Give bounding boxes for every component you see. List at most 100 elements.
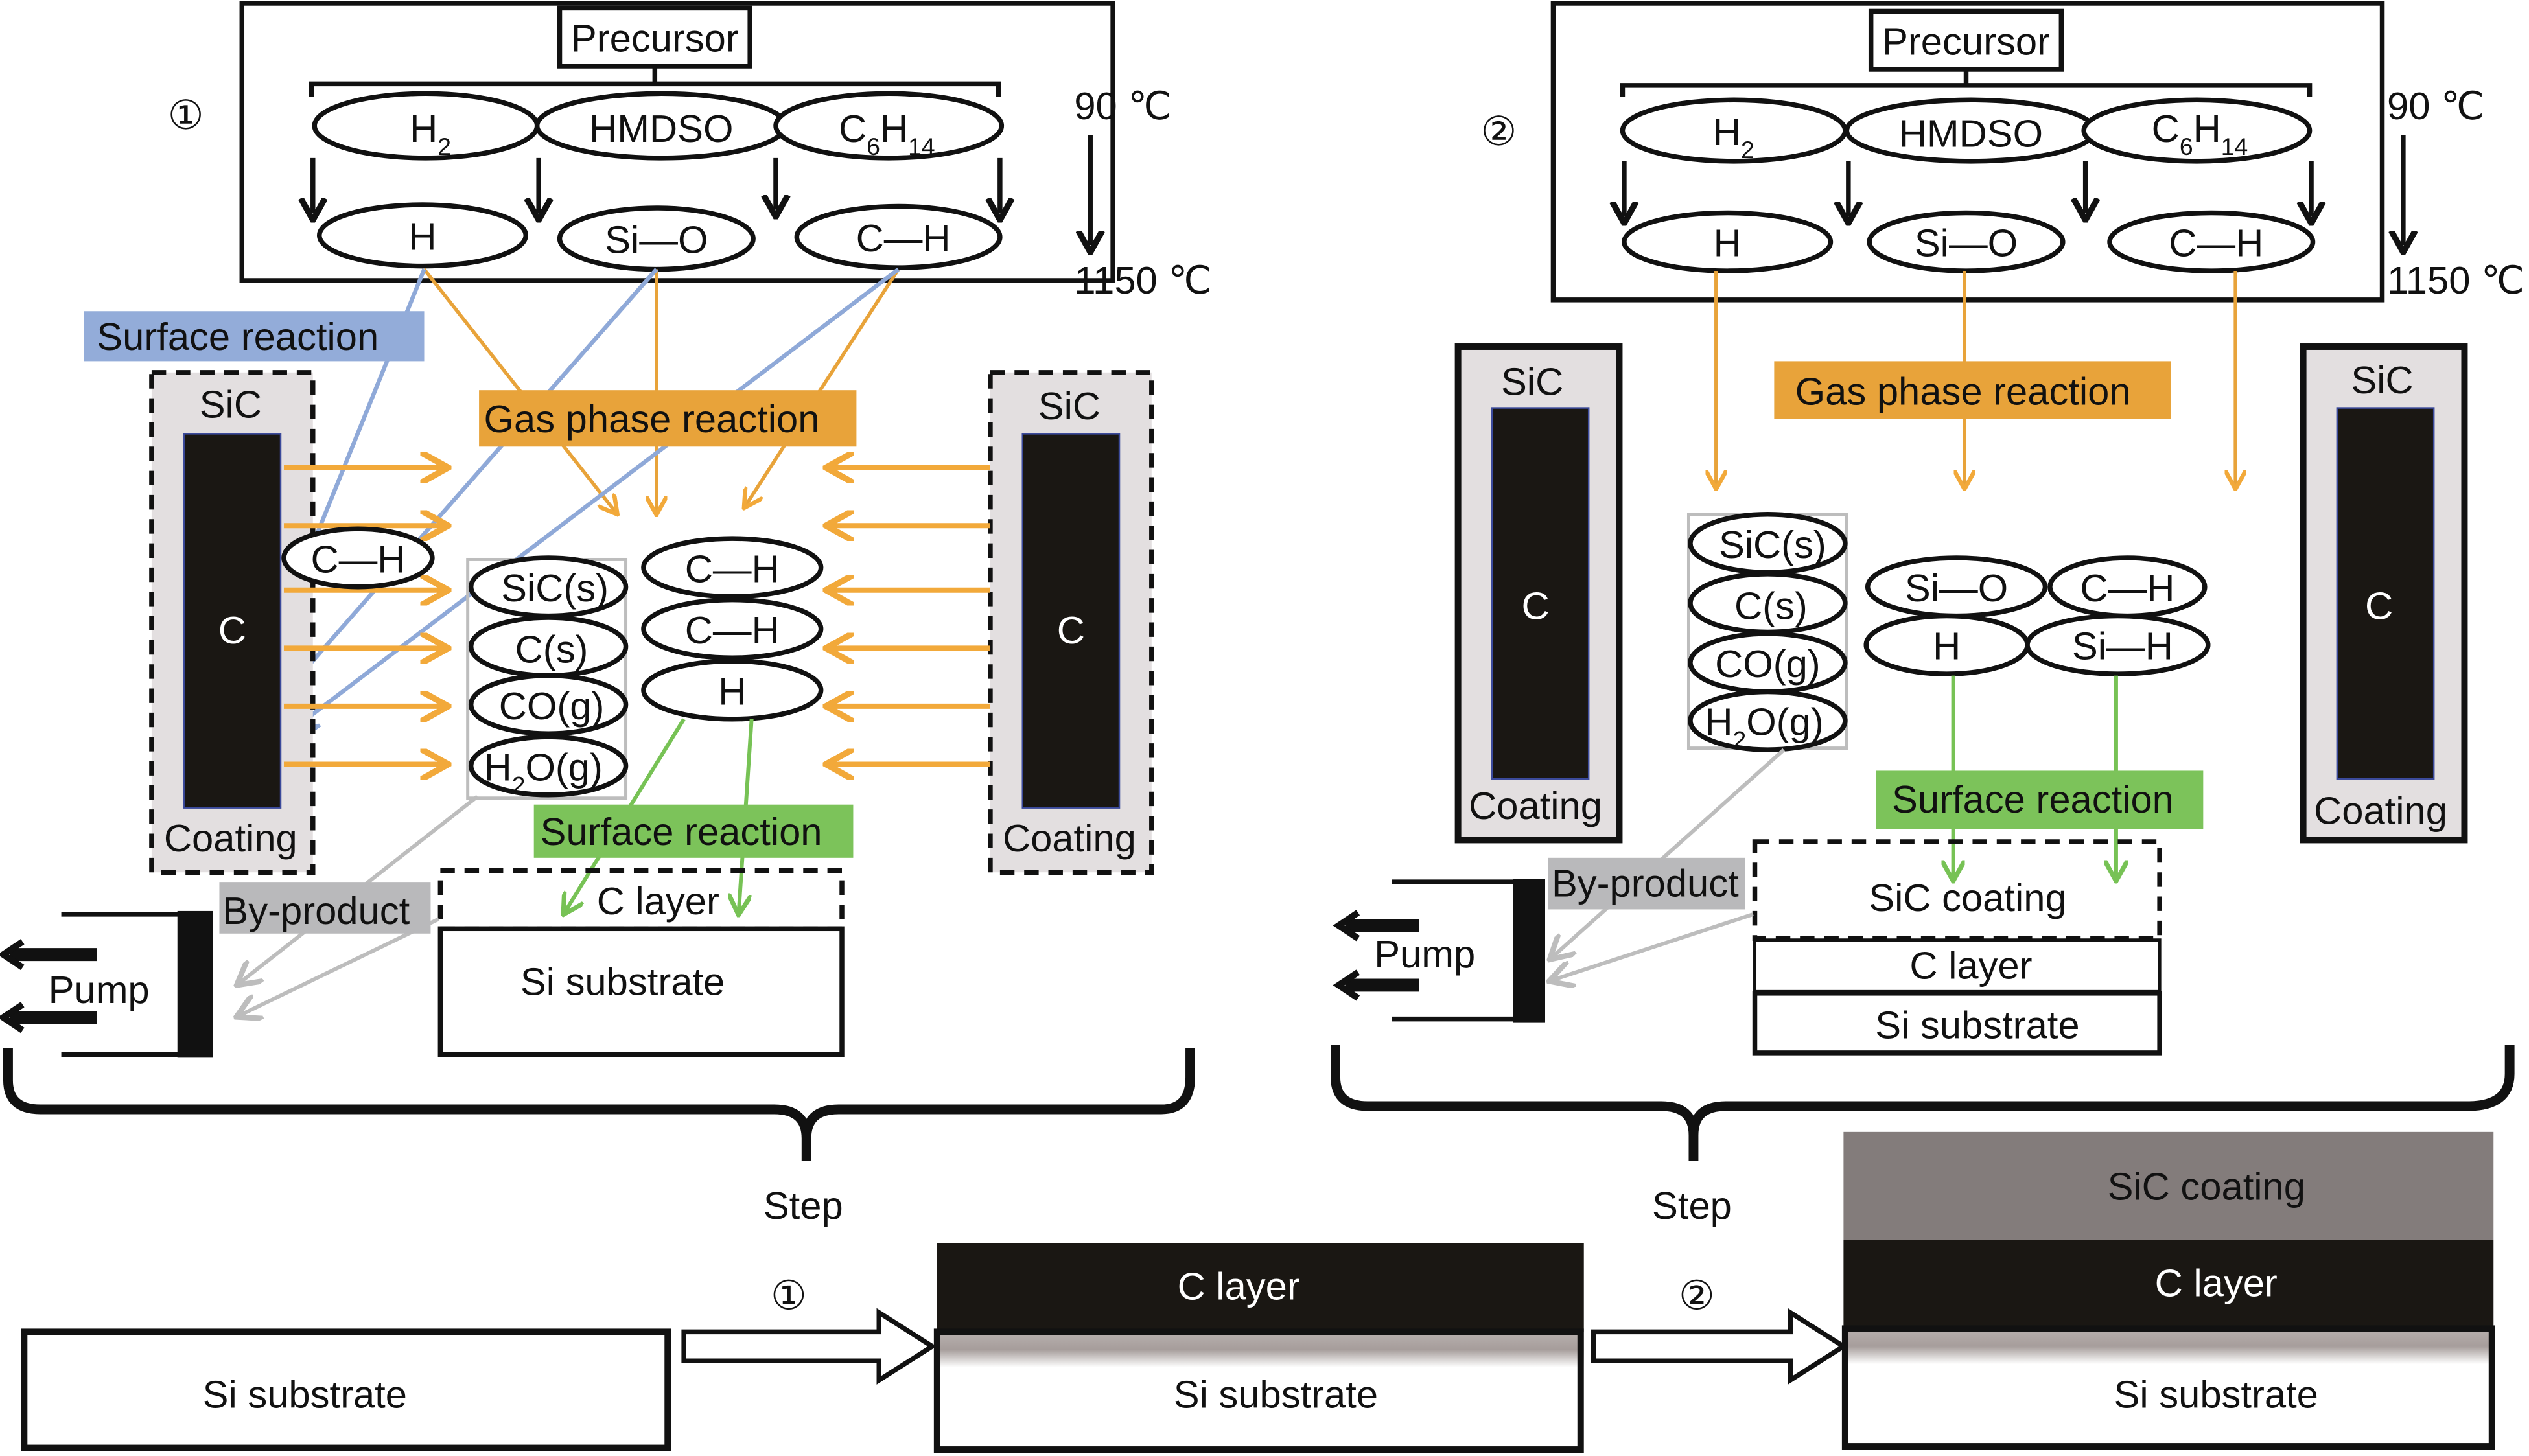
temp-end: 1150 ℃ — [1074, 259, 1211, 302]
stage-2-sic-coating: SiC coating — [2108, 1164, 2305, 1208]
adsorbed-c-h-label: C—H — [310, 537, 405, 581]
step-label: Step — [1652, 1184, 1732, 1227]
pump: Pump — [0, 910, 213, 1058]
c-layer-label: C layer — [597, 879, 719, 923]
surface-reaction-green-label: Surface reaction — [1892, 778, 2174, 821]
svg-text:Coating: Coating — [2314, 789, 2447, 833]
right-wall: SiC C Coating — [988, 370, 1154, 875]
stage-1-substrate: Si substrate — [1174, 1372, 1378, 1416]
panel-number: ② — [1480, 110, 1517, 154]
stage-0-substrate — [21, 1328, 671, 1451]
arrow-1-number: ① — [771, 1274, 807, 1319]
product-co: CO(g) — [1715, 642, 1821, 686]
surface-reaction-badge — [84, 311, 425, 362]
stage-1-c-layer: C layer — [1178, 1265, 1300, 1308]
product-co: CO(g) — [499, 684, 605, 728]
c-layer-label: C layer — [1909, 943, 2032, 987]
byproduct-label: By-product — [1552, 862, 1739, 905]
panel-step-2: ② Precursor H2 HMDSO C6H14 H Si—O C—H 90… — [1331, 1, 2524, 1227]
temp-start: 90 ℃ — [2387, 84, 2484, 128]
stage-1: C layer Si substrate — [933, 1243, 1584, 1453]
svg-text:SiC: SiC — [200, 382, 262, 426]
panel-number: ① — [168, 93, 204, 138]
bottom-process-row: Si substrate ① C layer Si substrate ② Si… — [21, 1131, 2495, 1453]
pump: Pump — [1333, 879, 1546, 1023]
species-si-o: Si—O — [1905, 566, 2008, 610]
surface-reaction-green-label: Surface reaction — [541, 810, 822, 853]
species-c-h: C—H — [2080, 566, 2174, 610]
arrow-2-number: ② — [1679, 1274, 1715, 1319]
pump-label: Pump — [1374, 932, 1475, 976]
precursor-chamber — [1550, 1, 2385, 303]
svg-text:Coating: Coating — [164, 816, 297, 860]
step-brace — [3, 1048, 1195, 1161]
species-h: H — [718, 669, 746, 713]
product-h2o: H2O(g) — [1705, 700, 1823, 754]
left-wall: SiC C Coating — [1454, 343, 1623, 844]
source-c6h14-label: C6H14 — [839, 107, 935, 160]
surface-reaction-green-badge — [533, 804, 854, 858]
svg-text:Coating: Coating — [1469, 784, 1602, 827]
source-hmdso-label: HMDSO — [1899, 111, 2043, 155]
arrow-2 — [1591, 1308, 1848, 1385]
source-h2-label: H2 — [1713, 110, 1754, 163]
gas-phase-label: Gas phase reaction — [1795, 370, 2131, 413]
svg-text:SiC: SiC — [1501, 360, 1563, 404]
precursor-bracket — [309, 81, 1001, 97]
step-label: Step — [763, 1184, 843, 1227]
product-sic: SiC(s) — [1719, 523, 1826, 566]
svg-text:C: C — [1057, 608, 1085, 652]
source-c6h14-label: C6H14 — [2152, 107, 2248, 160]
svg-text:SiC: SiC — [2351, 358, 2413, 402]
precursor-label: Precursor — [1882, 20, 2050, 64]
sic-coating-label: SiC coating — [1869, 876, 2066, 919]
gas-phase-label: Gas phase reaction — [484, 397, 820, 441]
byproduct-badge — [219, 882, 431, 934]
source-h2-label: H2 — [410, 107, 451, 160]
source-hmdso-label: HMDSO — [589, 107, 733, 150]
product-c: C(s) — [515, 628, 589, 671]
panel-step-1: ① Precursor H2 HMDSO C6H14 H Si—O C—H 90… — [0, 1, 1211, 1227]
precursor-label: Precursor — [571, 17, 739, 60]
svg-text:Coating: Coating — [1003, 816, 1136, 860]
si-substrate — [437, 926, 845, 1057]
svg-text:C: C — [1522, 584, 1550, 628]
radical-c-h — [794, 203, 1003, 270]
svg-text:C: C — [218, 608, 246, 652]
arrow-1 — [681, 1308, 937, 1385]
byproduct-label: By-product — [222, 889, 410, 932]
product-c: C(s) — [1734, 584, 1808, 628]
radical-si-o-label: Si—O — [605, 218, 708, 262]
pump-label: Pump — [49, 968, 150, 1011]
radical-h-label: H — [408, 215, 436, 259]
species-si-h: Si—H — [2072, 625, 2173, 668]
radical-c-h-label: C—H — [856, 216, 951, 260]
radical-si-o-label: Si—O — [1915, 222, 2018, 265]
product-h2o: H2O(g) — [484, 745, 603, 798]
stage-2-c-layer: C layer — [2155, 1262, 2278, 1305]
species-c-h-2: C—H — [685, 608, 780, 652]
temp-end: 1150 ℃ — [2387, 259, 2524, 302]
svg-text:C: C — [2365, 584, 2393, 628]
precursor-chamber — [239, 1, 1115, 283]
gas-phase-badge — [479, 390, 857, 447]
right-wall: SiC C Coating — [2300, 343, 2468, 844]
surface-reaction-label: Surface reaction — [97, 315, 379, 358]
temp-start: 90 ℃ — [1074, 84, 1171, 128]
species-h: H — [1933, 625, 1961, 668]
radical-h — [316, 202, 528, 269]
adsorbed-c-h — [281, 526, 435, 590]
radical-c-h-label: C—H — [2169, 222, 2263, 265]
stage-0-label: Si substrate — [203, 1372, 407, 1416]
flow-arrows — [283, 468, 990, 765]
source-c6h14 — [773, 91, 1005, 161]
si-substrate-label: Si substrate — [520, 960, 725, 1003]
radical-h-label: H — [1714, 222, 1742, 265]
step-brace — [1331, 1045, 2515, 1161]
stage-2-substrate: Si substrate — [2114, 1372, 2318, 1416]
svg-text:SiC: SiC — [1038, 384, 1101, 428]
si-substrate-label: Si substrate — [1875, 1004, 2079, 1047]
species-c-h-1: C—H — [685, 547, 780, 590]
stage-2: SiC coating C layer Si substrate — [1841, 1131, 2495, 1450]
